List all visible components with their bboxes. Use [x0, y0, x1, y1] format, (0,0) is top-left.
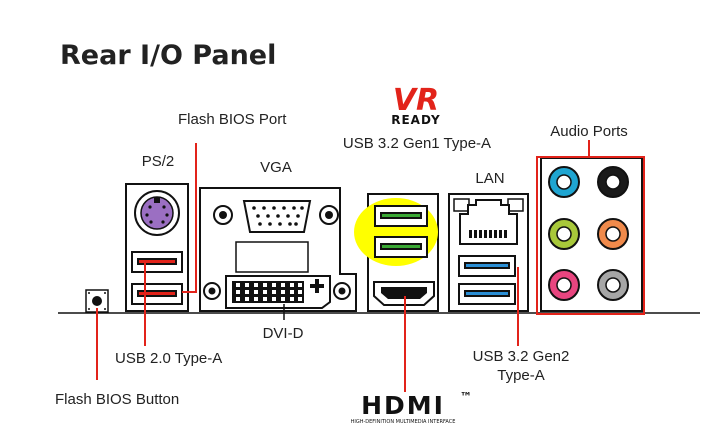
audio-jack-black [597, 166, 629, 198]
vr-logo-text: VR [393, 83, 439, 118]
lan-usb-block [448, 193, 529, 312]
dvid-port [203, 275, 351, 309]
label-usb32-gen2-line2: Type-A [497, 367, 545, 384]
audio-jack-green [548, 218, 580, 250]
label-flash-bios-button: Flash BIOS Button [55, 391, 179, 408]
usb20-port-top [131, 251, 183, 273]
audio-jack-pink [548, 269, 580, 301]
usb32-gen2-port-top [458, 255, 516, 277]
audio-jack-blue [548, 166, 580, 198]
label-ps2: PS/2 [142, 153, 175, 170]
vr-ready-text: READY [391, 113, 441, 127]
label-vga: VGA [260, 159, 292, 176]
video-placeholder-frame [235, 241, 309, 273]
callout-flash-bios-port [182, 143, 197, 293]
label-audio-ports: Audio Ports [550, 123, 628, 140]
usb32-gen1-port-top [374, 205, 428, 227]
audio-block [536, 156, 645, 315]
callout-lines [96, 140, 590, 392]
label-usb20: USB 2.0 Type-A [115, 350, 222, 367]
ps2-usb20-block [125, 183, 189, 312]
label-lan: LAN [475, 170, 504, 187]
page-title: Rear I/O Panel [60, 40, 276, 71]
usb20-port-bottom [131, 283, 183, 305]
vga-port [213, 200, 339, 233]
usb32-gen2-port-bottom [458, 283, 516, 305]
hdmi-trademark: ™ [460, 390, 472, 404]
hdmi-subtitle: HIGH-DEFINITION MULTIMEDIA INTERFACE [351, 419, 456, 425]
vr-ready-logo: VR READY [391, 83, 441, 127]
usb-hdmi-block [354, 193, 439, 312]
label-dvid: DVI-D [263, 325, 304, 342]
lan-port [453, 198, 524, 245]
ps2-port [134, 190, 180, 236]
audio-jack-orange [597, 218, 629, 250]
usb32-gen1-port-bottom [374, 236, 428, 258]
audio-jack-gray [597, 269, 629, 301]
label-usb32-gen1: USB 3.2 Gen1 Type-A [343, 135, 491, 152]
video-block [199, 187, 357, 312]
hdmi-logo: HDMI ™ HIGH-DEFINITION MULTIMEDIA INTERF… [351, 390, 472, 425]
hdmi-port [373, 281, 435, 306]
hdmi-logo-text: HDMI [361, 391, 445, 420]
audio-callout-box [536, 156, 645, 315]
label-usb32-gen2-line1: USB 3.2 Gen2 [473, 348, 570, 365]
label-flash-bios-port: Flash BIOS Port [178, 111, 287, 128]
